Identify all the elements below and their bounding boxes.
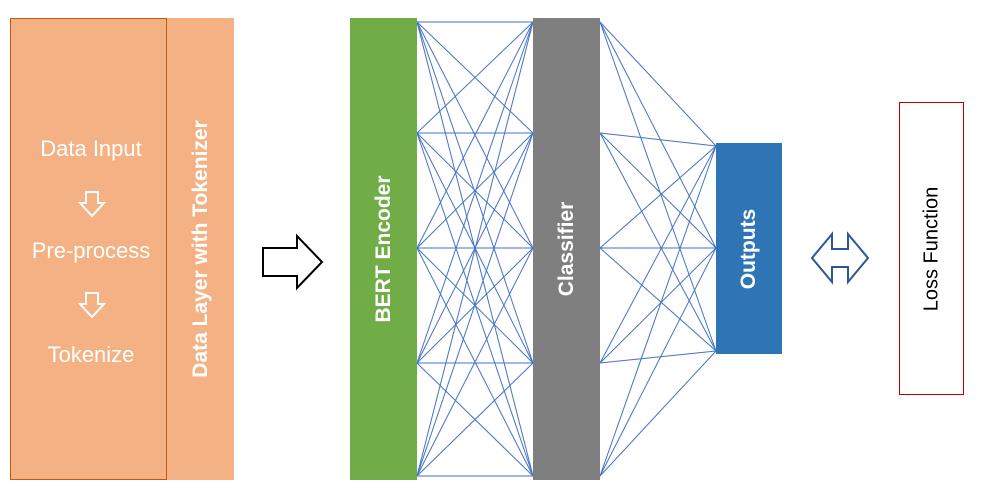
right-arrow-icon bbox=[262, 233, 324, 291]
step-tokenize: Tokenize bbox=[47, 342, 135, 367]
outputs-label: Outputs bbox=[737, 208, 760, 289]
connection-line bbox=[599, 21, 717, 147]
connection-line bbox=[416, 132, 534, 477]
data-layer-label: Data Layer with Tokenizer bbox=[188, 120, 212, 378]
connection-line bbox=[599, 247, 717, 477]
data-layer-block bbox=[10, 18, 234, 480]
connection-line bbox=[599, 21, 717, 249]
connection-line bbox=[416, 21, 534, 249]
connection-line bbox=[599, 350, 717, 364]
connection-line bbox=[416, 21, 534, 477]
connection-line bbox=[599, 132, 717, 147]
connection-line bbox=[416, 132, 534, 249]
connection-line bbox=[599, 145, 717, 249]
connection-line bbox=[416, 21, 534, 134]
connection-line bbox=[599, 132, 717, 352]
bert-encoder-label: BERT Encoder bbox=[371, 175, 395, 323]
down-arrow-icon bbox=[78, 292, 106, 319]
connection-line bbox=[599, 145, 717, 364]
step-pre-process: Pre-process bbox=[31, 238, 151, 263]
connection-line bbox=[599, 247, 717, 352]
classifier-block: Classifier bbox=[533, 18, 600, 480]
connection-line bbox=[599, 247, 717, 364]
connection-line bbox=[416, 362, 534, 477]
bert-encoder-block: BERT Encoder bbox=[350, 18, 417, 480]
loss-function-box: Loss Function bbox=[899, 102, 964, 395]
connection-line bbox=[416, 21, 534, 364]
connection-line bbox=[416, 247, 534, 477]
data-steps-panel bbox=[10, 18, 167, 480]
connection-line bbox=[599, 132, 717, 249]
connection-lines bbox=[416, 21, 717, 477]
down-arrow-icon bbox=[78, 191, 106, 218]
connection-line bbox=[599, 350, 717, 477]
loss-function-label: Loss Function bbox=[920, 186, 942, 311]
classifier-label: Classifier bbox=[554, 201, 578, 297]
data-layer-label-column: Data Layer with Tokenizer bbox=[167, 18, 234, 480]
outputs-block: Outputs bbox=[716, 143, 782, 354]
double-arrow-icon bbox=[810, 231, 870, 285]
connection-line bbox=[599, 145, 717, 477]
step-data-input: Data Input bbox=[40, 136, 142, 161]
connection-line bbox=[599, 21, 717, 352]
